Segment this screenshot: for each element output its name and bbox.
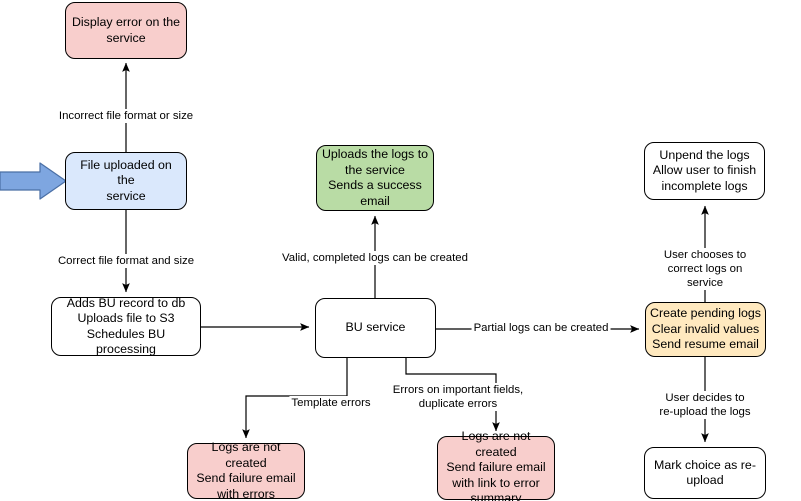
edge-label-valid-completed-logs: Valid, completed logs can be created [280, 251, 470, 265]
node-bu-service[interactable]: BU service [315, 298, 436, 358]
edge-label-incorrect-file-format: Incorrect file format or size [56, 109, 196, 123]
entry-arrow [0, 162, 67, 200]
node-mark-choice-reupload[interactable]: Mark choice as re- upload [644, 447, 766, 499]
node-uploads-logs-success[interactable]: Uploads the logs to the service Sends a … [316, 145, 434, 211]
node-display-error[interactable]: Display error on the service [65, 2, 187, 59]
node-adds-bu-record[interactable]: Adds BU record to db Uploads file to S3 … [51, 296, 201, 356]
node-logs-not-created-summary[interactable]: Logs are not created Send failure email … [437, 429, 555, 501]
node-create-pending-logs[interactable]: Create pending logs Clear invalid values… [645, 302, 766, 357]
node-file-uploaded-on-service[interactable]: File uploaded on the service [65, 152, 187, 210]
edge-label-user-reupload: User decides to re-upload the logs [657, 391, 753, 419]
edge-label-partial-logs: Partial logs can be created [471, 321, 611, 335]
edge-label-errors-important-fields: Errors on important fields, duplicate er… [390, 383, 526, 411]
node-unpend-logs[interactable]: Unpend the logs Allow user to finish inc… [644, 142, 765, 200]
edge-label-correct-file-format: Correct file format and size [55, 254, 197, 268]
edge-label-template-errors: Template errors [289, 396, 373, 410]
node-logs-not-created-template[interactable]: Logs are not created Send failure email … [187, 440, 305, 501]
edge-label-user-corrects-logs: User chooses to correct logs on service [657, 248, 753, 290]
